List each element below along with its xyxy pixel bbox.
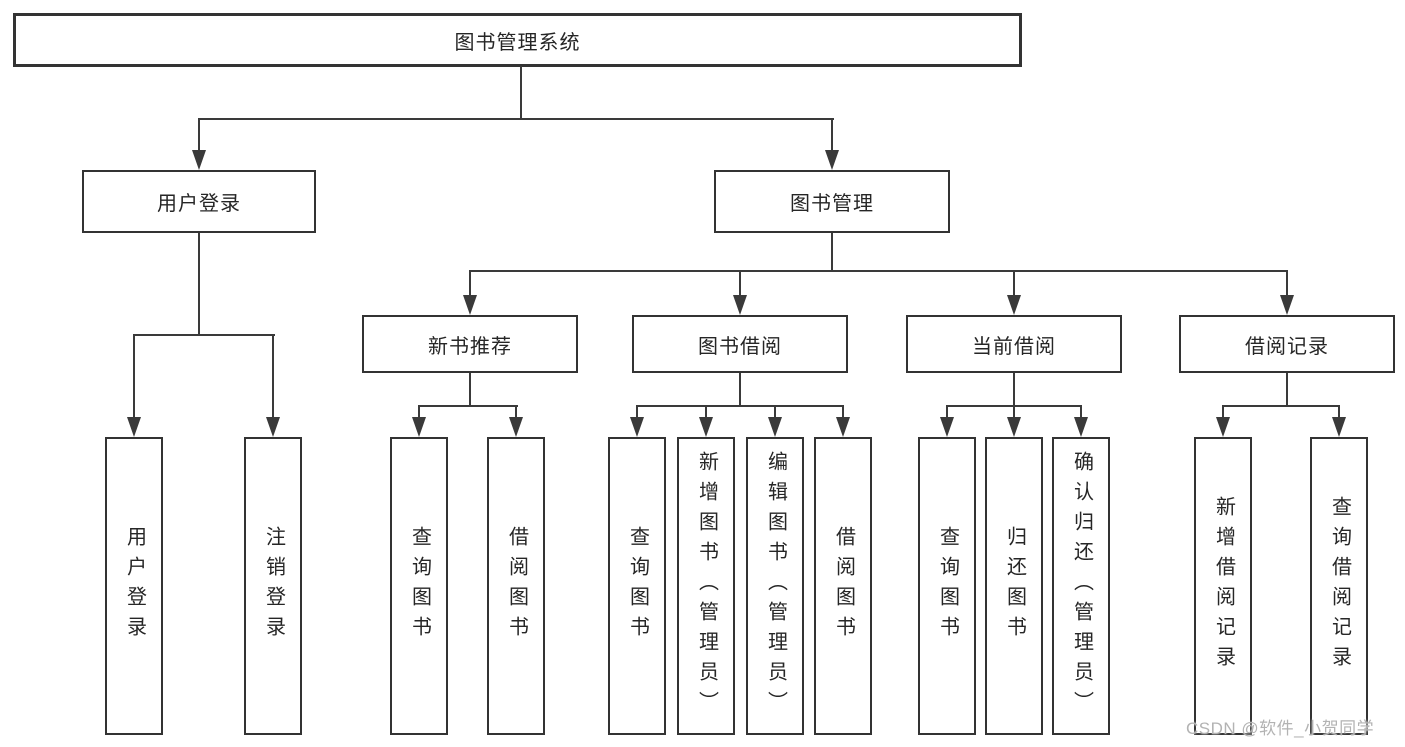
connector-line	[739, 270, 741, 297]
node-new-book-recommend: 新书推荐	[362, 315, 578, 373]
node-current-return-books: 归还图书	[985, 437, 1043, 735]
arrow-down-icon	[1074, 417, 1088, 437]
connector-line	[1286, 270, 1288, 297]
node-current-confirm-return-admin: 确认归还（管理员）	[1052, 437, 1110, 735]
node-label: 新书推荐	[428, 335, 512, 358]
node-borrowing-edit-book-admin: 编辑图书（管理员）	[746, 437, 804, 735]
arrow-down-icon	[412, 417, 426, 437]
connector-line	[636, 405, 844, 407]
arrow-down-icon	[127, 417, 141, 437]
connector-line	[133, 334, 275, 336]
connector-line	[1013, 270, 1015, 297]
node-borrowing-add-book-admin: 新增图书（管理员）	[677, 437, 735, 735]
connector-line	[133, 334, 135, 419]
connector-line	[1080, 405, 1082, 419]
node-label: 图书管理	[790, 193, 874, 215]
connector-line	[946, 405, 948, 419]
arrow-down-icon	[509, 417, 523, 437]
node-label: 新增图书（管理员）	[695, 451, 718, 721]
connector-line	[272, 334, 274, 419]
node-borrowing-records: 借阅记录	[1179, 315, 1395, 373]
connector-line	[774, 405, 776, 419]
connector-line	[418, 405, 518, 407]
connector-line	[418, 405, 420, 419]
connector-line	[831, 233, 833, 272]
connector-line	[520, 66, 522, 119]
connector-line	[198, 118, 200, 152]
node-book-borrowing: 图书借阅	[632, 315, 848, 373]
arrow-down-icon	[836, 417, 850, 437]
arrow-down-icon	[733, 295, 747, 315]
connector-line	[1338, 405, 1340, 419]
connector-line	[739, 373, 741, 407]
arrow-down-icon	[940, 417, 954, 437]
node-records-query-borrow-record: 查询借阅记录	[1310, 437, 1368, 735]
node-borrowing-query-books: 查询图书	[608, 437, 666, 735]
connector-line	[1013, 373, 1015, 407]
node-label: 新增借阅记录	[1212, 496, 1235, 676]
node-label: 编辑图书（管理员）	[764, 451, 787, 721]
node-label: 用户登录	[157, 193, 241, 215]
node-label: 用户登录	[123, 526, 146, 646]
connector-line	[469, 270, 1288, 272]
connector-line	[1013, 405, 1015, 419]
arrow-down-icon	[630, 417, 644, 437]
connector-line	[515, 405, 517, 419]
arrow-down-icon	[463, 295, 477, 315]
node-library-management-system: 图书管理系统	[13, 13, 1022, 67]
arrow-down-icon	[1216, 417, 1230, 437]
node-current-borrowing: 当前借阅	[906, 315, 1122, 373]
node-label: 图书管理系统	[454, 31, 581, 54]
node-book-management: 图书管理	[714, 170, 950, 233]
connector-line	[705, 405, 707, 419]
connector-line	[469, 373, 471, 407]
node-label: 当前借阅	[972, 335, 1056, 358]
connector-line	[831, 118, 833, 152]
arrow-down-icon	[192, 150, 206, 170]
arrow-down-icon	[1007, 295, 1021, 315]
node-records-add-borrow-record: 新增借阅记录	[1194, 437, 1252, 735]
arrow-down-icon	[266, 417, 280, 437]
node-label: 借阅图书	[505, 526, 528, 646]
node-borrowing-borrow-books: 借阅图书	[814, 437, 872, 735]
arrow-down-icon	[825, 150, 839, 170]
arrow-down-icon	[1007, 417, 1021, 437]
node-label: 查询图书	[626, 526, 649, 646]
node-label: 图书借阅	[698, 335, 782, 358]
arrow-down-icon	[1332, 417, 1346, 437]
node-label: 归还图书	[1003, 526, 1026, 646]
connector-line	[636, 405, 638, 419]
node-label: 借阅图书	[832, 526, 855, 646]
node-label: 查询图书	[936, 526, 959, 646]
arrow-down-icon	[768, 417, 782, 437]
connector-line	[198, 233, 200, 336]
node-label: 借阅记录	[1245, 335, 1329, 358]
node-current-query-books: 查询图书	[918, 437, 976, 735]
node-user-login: 用户登录	[82, 170, 316, 233]
connector-line	[198, 118, 834, 120]
connector-line	[1286, 373, 1288, 407]
node-recommend-query-books: 查询图书	[390, 437, 448, 735]
arrow-down-icon	[1280, 295, 1294, 315]
connector-line	[842, 405, 844, 419]
connector-line	[1222, 405, 1224, 419]
watermark: CSDN @软件_小贺同学	[1186, 719, 1375, 738]
node-label: 确认归还（管理员）	[1070, 451, 1093, 721]
connector-line	[1222, 405, 1340, 407]
node-user-login-action: 用户登录	[105, 437, 163, 735]
node-label: 注销登录	[262, 526, 285, 646]
connector-line	[469, 270, 471, 297]
node-label: 查询图书	[408, 526, 431, 646]
node-logout-action: 注销登录	[244, 437, 302, 735]
node-recommend-borrow-books: 借阅图书	[487, 437, 545, 735]
node-label: 查询借阅记录	[1328, 496, 1351, 676]
arrow-down-icon	[699, 417, 713, 437]
